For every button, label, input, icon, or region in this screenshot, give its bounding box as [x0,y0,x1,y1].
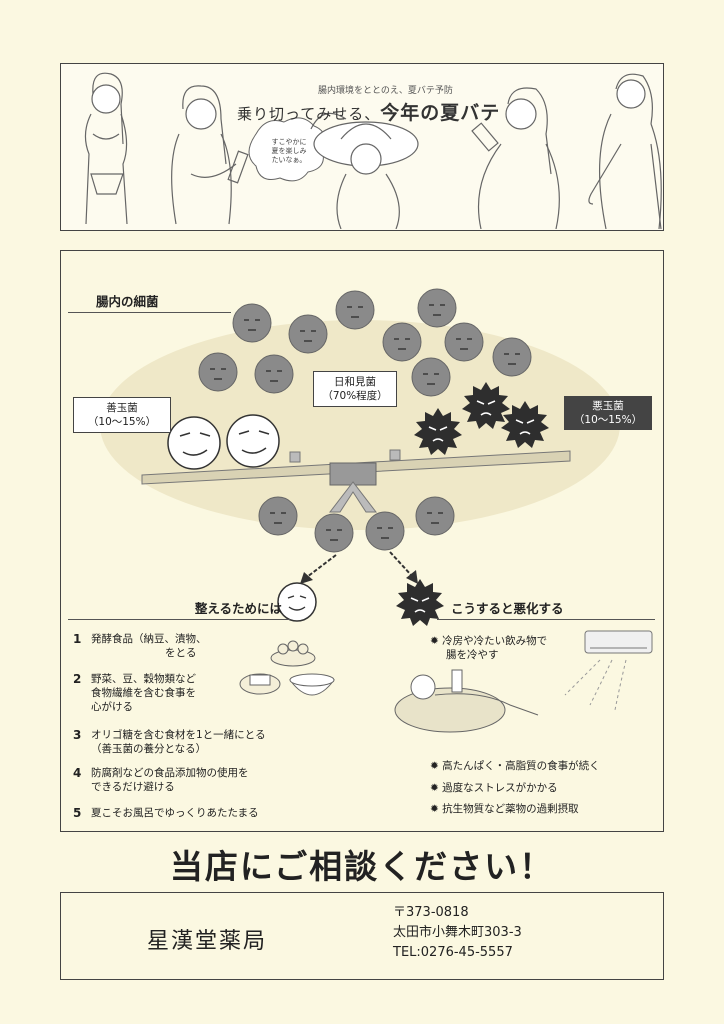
improve-item-4: 4 防腐剤などの食品添加物の使用をできるだけ避ける [73,766,249,793]
headline-part-a: 乗り切ってみせる、 [237,105,381,123]
improve-item-1: 1 発酵食品（納豆、漬物、をとる [73,632,207,659]
improve-item-2: 2 野菜、豆、穀物類など食物繊維を含む食事を心がける [73,672,196,713]
postal-code: 〒373-0818 [393,905,469,920]
banner-tagline: 腸内環境をととのえ、夏バテ予防 [318,86,453,96]
bad-bacteria-label: 悪玉菌（10～15%） [564,396,652,430]
improve-item-3: 3 オリゴ糖を含む食材を1と一緒にとる（善玉菌の養分となる） [73,728,266,755]
flora-diagram [141,288,653,733]
bullet-icon: ✹ [430,782,443,794]
bullet-icon: ✹ [430,635,443,647]
worsen-item-4: ✹ 抗生物質など薬物の過剰摂取 [430,803,579,815]
worsen-item-3: ✹ 過度なストレスがかかる [430,782,558,794]
street-address: 太田市小舞木町303-3 [393,925,522,940]
banner-headline: 乗り切ってみせる、今年の夏バテ [237,98,500,125]
header-banner: 腸内環境をととのえ、夏バテ予防 乗り切ってみせる、今年の夏バテ すこやかに 夏を… [60,63,664,231]
improve-list: 1 発酵食品（納豆、漬物、をとる 2 野菜、豆、穀物類など食物繊維を含む食事を心… [73,632,313,826]
bullet-icon: ✹ [430,803,443,815]
shop-name: 星漢堂薬局 [147,929,268,954]
good-bacteria-label: 善玉菌（10～15%） [73,397,171,433]
worsen-title: こうすると悪化する [437,598,655,620]
consult-cta: 当店にご相談ください！ [169,847,555,886]
headline-part-b: 今年の夏バテ [380,102,501,124]
neutral-bacteria-label: 日和見菌（70%程度） [313,371,397,407]
shop-info-box: 星漢堂薬局 〒373-0818 太田市小舞木町303-3 TEL:0276-45… [60,892,664,980]
flora-title: 腸内の細菌 [68,291,231,313]
speech-bubble-text: すこやかに 夏を楽しみ たいなぁ。 [271,138,307,164]
worsen-item-2: ✹ 高たんぱく・高脂質の食事が続く [430,760,600,772]
worsen-item-1: ✹ 冷房や冷たい飲み物で 腸を冷やす [430,635,548,661]
phone-number[interactable]: TEL:0276-45-5557 [393,945,513,960]
bullet-icon: ✹ [430,760,443,772]
banner-illustration [84,72,662,229]
improve-item-5: 5 夏こそお風呂でゆっくりあたたまる [73,806,259,820]
shop-address: 〒373-0818 太田市小舞木町303-3 TEL:0276-45-5557 [393,903,522,963]
improve-title: 整えるためには [68,598,290,620]
